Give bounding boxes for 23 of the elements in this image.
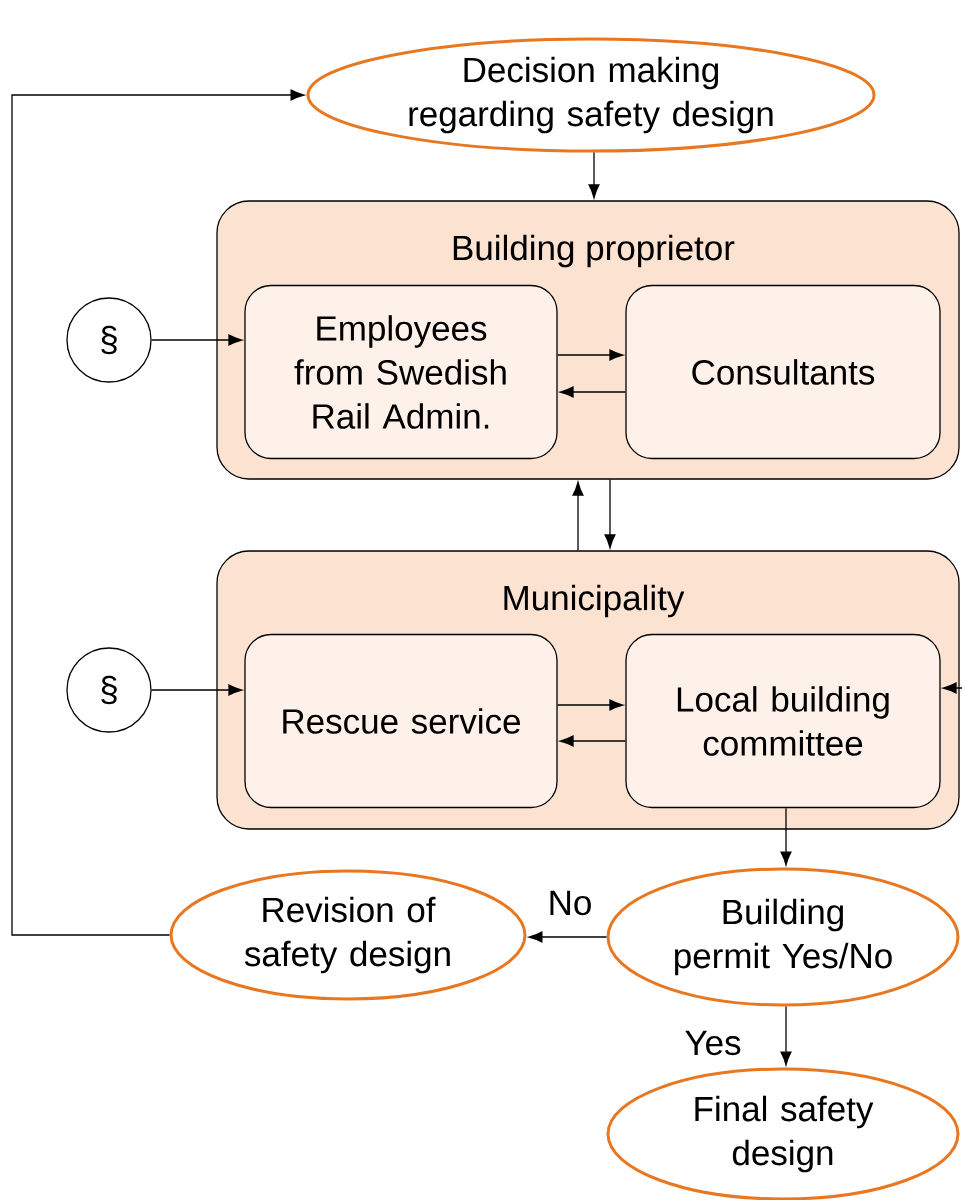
arrow [572,481,584,551]
edge-label: No [545,888,595,918]
arrow [559,735,626,747]
arrow [588,151,600,199]
arrow [151,334,243,346]
arrow [780,807,792,866]
arrow [557,699,624,711]
process-box: Local building committee [625,633,941,809]
process-box: Consultants [625,284,941,460]
process-box: Rescue service [244,633,558,809]
arrow [604,479,616,549]
ellipse-node: Building permit Yes/No [606,867,960,1007]
arrow [780,1005,792,1066]
arrow [942,682,963,694]
ellipse-node: Decision making regarding safety design [306,37,876,153]
arrow [528,931,608,943]
arrow [151,684,243,696]
process-box: Employees from Swedish Rail Admin. [244,284,558,460]
arrow [559,386,626,398]
arrow [11,89,305,936]
arrow [557,349,624,361]
edge-label: Yes [682,1028,744,1058]
ellipse-node: Revision of safety design [169,869,527,1001]
